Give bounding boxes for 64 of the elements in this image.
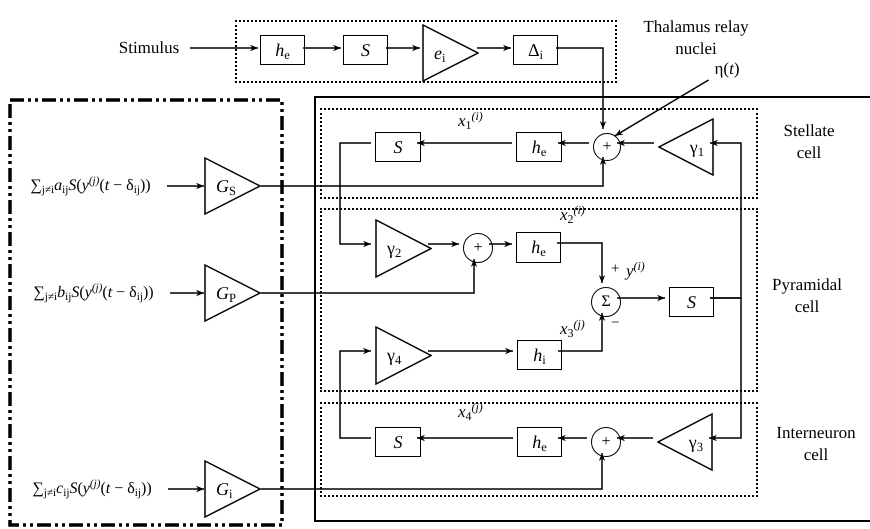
gain-triangle: G$_{P}$ bbox=[204, 264, 261, 322]
gain-triangle: γ$_{1}$ bbox=[658, 118, 714, 176]
input-formula: ∑$_{j≠i}$b$_{ij}$S(y$^{(j)}$(t − δ$_{ij}$)) bbox=[17, 279, 170, 307]
summing-junction: Σ bbox=[591, 287, 621, 317]
gain-triangle: γ$_{2}$ bbox=[375, 219, 432, 278]
signal-label: η(t) bbox=[704, 58, 750, 80]
signal-arrow bbox=[261, 157, 606, 187]
dash-dot-frame bbox=[8, 98, 284, 527]
signal-arrow bbox=[558, 313, 606, 352]
summing-junction: + bbox=[463, 233, 493, 263]
signal-arrow bbox=[417, 434, 513, 442]
signal-arrow bbox=[167, 182, 204, 190]
transfer-function-box: h$_{e}$ bbox=[516, 132, 562, 162]
signal-arrow bbox=[168, 486, 204, 492]
signal-arrow bbox=[428, 348, 513, 354]
signal-arrow bbox=[710, 140, 742, 299]
signal-arrow bbox=[417, 140, 512, 146]
signal-arrow bbox=[261, 259, 478, 294]
signal-arrow bbox=[617, 140, 654, 146]
signal-arrow bbox=[558, 434, 587, 442]
signal-arrow bbox=[477, 44, 511, 52]
transfer-function-box: Δ$_{i}$ bbox=[513, 35, 558, 65]
signal-arrow bbox=[617, 434, 653, 442]
solid-frame bbox=[314, 96, 870, 522]
group-caption: Pyramidal cell bbox=[771, 274, 843, 318]
transfer-function-box: h$_{e}$ bbox=[517, 427, 562, 457]
signal-arrow bbox=[556, 47, 606, 129]
gain-triangle: γ$_{3}$ bbox=[657, 413, 713, 471]
signal-arrow bbox=[261, 453, 606, 490]
input-formula: ∑$_{j≠i}$a$_{ij}$S(y$^{(j)}$(t − δ$_{ij}$)) bbox=[14, 172, 167, 200]
sign-label: + bbox=[611, 262, 620, 277]
transfer-function-box: S bbox=[669, 287, 714, 317]
signal-name: y$^{(i)}$ bbox=[626, 262, 645, 279]
signal-arrow bbox=[558, 140, 589, 146]
input-formula: ∑$_{j≠i}$c$_{ij}$S(y$^{(j)}$(t − δ$_{ij}$)) bbox=[16, 475, 168, 503]
signal-arrow bbox=[386, 44, 420, 52]
gain-triangle: G$_{i}$ bbox=[204, 460, 261, 518]
transfer-function-box: h$_{i}$ bbox=[517, 340, 562, 370]
transfer-function-box: h$_{e}$ bbox=[260, 35, 305, 65]
signal-arrow bbox=[557, 242, 606, 283]
dotted-group-frame bbox=[235, 20, 617, 83]
gain-triangle: γ$_{4}$ bbox=[375, 326, 432, 385]
signal-arrow bbox=[428, 240, 459, 248]
signal-label: Stimulus bbox=[108, 37, 190, 59]
signal-arrow bbox=[190, 44, 258, 52]
signal-arrow bbox=[170, 290, 204, 296]
signal-arrow bbox=[614, 79, 709, 136]
signal-arrow bbox=[489, 240, 512, 248]
signal-arrow bbox=[339, 142, 371, 248]
signal-arrow bbox=[303, 44, 341, 52]
transfer-function-box: S bbox=[375, 427, 421, 457]
transfer-function-box: S bbox=[343, 35, 388, 65]
group-caption: Interneuron cell bbox=[775, 422, 857, 466]
group-caption: Stellate cell bbox=[782, 120, 836, 164]
signal-arrow bbox=[709, 297, 742, 442]
summing-junction: + bbox=[591, 427, 621, 457]
gain-triangle: e$_{i}$ bbox=[422, 24, 479, 82]
gain-triangle: G$_{S}$ bbox=[204, 157, 261, 215]
transfer-function-box: h$_{e}$ bbox=[516, 232, 561, 263]
signal-arrow bbox=[339, 348, 371, 439]
transfer-function-box: S bbox=[375, 132, 421, 162]
summing-junction: + bbox=[593, 133, 621, 161]
signal-arrow bbox=[617, 294, 665, 302]
sign-label: − bbox=[611, 316, 620, 331]
